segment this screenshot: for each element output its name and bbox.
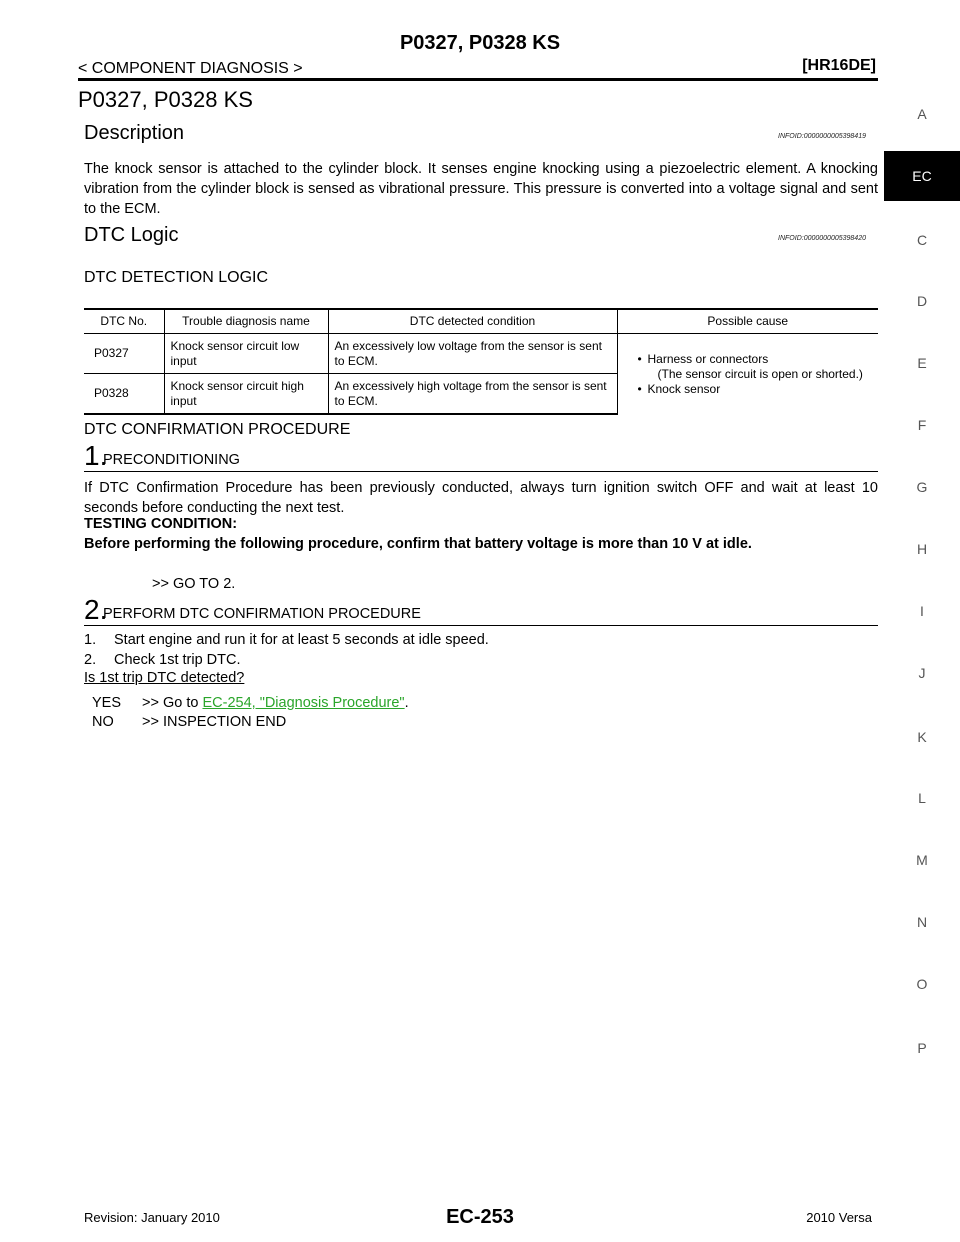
footer-page-number: EC-253: [446, 1206, 514, 1228]
description-text: The knock sensor is attached to the cyli…: [84, 161, 878, 217]
cause-item: • Harness or connectors (The sensor circ…: [638, 352, 875, 382]
testing-text: Before performing the following procedur…: [84, 536, 752, 552]
answer-key: NO: [92, 714, 114, 730]
list-text: Check 1st trip DTC.: [114, 652, 241, 668]
index-tab-ec[interactable]: EC: [884, 151, 960, 201]
bullet-icon: •: [637, 351, 642, 366]
dtc-table: DTC No. Trouble diagnosis name DTC detec…: [84, 308, 878, 415]
cell-possible-cause: • Harness or connectors (The sensor circ…: [616, 333, 878, 414]
cause-item: • Knock sensor: [638, 382, 875, 397]
page-title: P0327, P0328 KS: [78, 87, 253, 112]
answer-no: NO >> INSPECTION END: [92, 713, 409, 732]
answer-yes: YES >> Go to EC-254, "Diagnosis Procedur…: [92, 694, 409, 713]
th-dtc-no: DTC No.: [84, 308, 164, 334]
index-tab-p[interactable]: P: [917, 1040, 927, 1056]
testing-condition: TESTING CONDITION: Before performing the…: [84, 514, 752, 554]
index-tab-m[interactable]: M: [916, 852, 928, 868]
table-row: P0327 Knock sensor circuit low input An …: [84, 333, 878, 414]
cause-text: Knock sensor: [647, 381, 721, 396]
table-row: P0328 Knock sensor circuit high input An…: [84, 373, 878, 415]
cause-text: Harness or connectors: [647, 351, 769, 366]
step-2-heading: 2. PERFORM DTC CONFIRMATION PROCEDURE: [84, 594, 878, 626]
bullet-icon: •: [637, 381, 642, 396]
dtc-detection-heading: DTC DETECTION LOGIC: [84, 269, 269, 286]
step-label: PRECONDITIONING: [103, 452, 240, 468]
step-label: PERFORM DTC CONFIRMATION PROCEDURE: [103, 606, 421, 622]
cell-name: Knock sensor circuit high input: [163, 373, 328, 415]
answer-suffix: .: [404, 695, 409, 711]
list-item: 1. Start engine and run it for at least …: [84, 630, 489, 650]
index-tab-h[interactable]: H: [916, 541, 928, 557]
cause-subtext: (The sensor circuit is open or shorted.): [657, 366, 863, 381]
index-tab-k[interactable]: K: [917, 729, 927, 745]
index-tab-d[interactable]: D: [916, 293, 928, 309]
description-heading: Description: [84, 122, 185, 144]
answer-text: >> Go to: [142, 695, 203, 711]
goto-step-2: >> GO TO 2.: [152, 576, 236, 592]
th-possible-cause: Possible cause: [616, 308, 878, 334]
index-tab-c[interactable]: C: [916, 232, 928, 248]
dtc-logic-heading: DTC Logic: [84, 224, 179, 246]
step-number: 2.: [84, 594, 108, 625]
header-section: < COMPONENT DIAGNOSIS >: [78, 60, 303, 77]
testing-label: TESTING CONDITION:: [84, 516, 238, 532]
index-tab-j[interactable]: J: [918, 665, 926, 681]
list-number: 1.: [84, 632, 97, 648]
footer-revision: Revision: January 2010: [84, 1210, 220, 1225]
step-number: 1.: [84, 440, 108, 471]
list-number: 2.: [84, 652, 97, 668]
answers: YES >> Go to EC-254, "Diagnosis Procedur…: [92, 694, 409, 732]
answer-key: YES: [92, 695, 122, 711]
header-engine: [HR16DE]: [802, 57, 876, 74]
detection-question: Is 1st trip DTC detected?: [84, 670, 245, 686]
footer-model: 2010 Versa: [806, 1210, 872, 1225]
table-header-row: DTC No. Trouble diagnosis name DTC detec…: [84, 308, 878, 334]
cell-condition: An excessively high voltage from the sen…: [327, 373, 617, 415]
header-title: P0327, P0328 KS: [399, 32, 561, 54]
cell-dtc: P0328: [84, 373, 164, 415]
index-tab-i[interactable]: I: [920, 603, 924, 619]
th-trouble-name: Trouble diagnosis name: [163, 308, 328, 334]
index-tab-e[interactable]: E: [917, 355, 927, 371]
index-tab-f[interactable]: F: [917, 417, 927, 433]
index-tab-n[interactable]: N: [916, 914, 928, 930]
index-tab-o[interactable]: O: [916, 976, 928, 992]
section-index: A EC C D E F G H I J K L M N O P: [884, 0, 960, 1242]
list-item: 2. Check 1st trip DTC.: [84, 650, 489, 670]
th-condition: DTC detected condition: [327, 308, 617, 334]
cell-dtc: P0327: [84, 333, 164, 374]
cell-name: Knock sensor circuit low input: [163, 333, 328, 374]
answer-text: >> INSPECTION END: [142, 714, 287, 730]
diagnosis-procedure-link[interactable]: EC-254, "Diagnosis Procedure": [202, 695, 405, 711]
index-tab-a[interactable]: A: [917, 106, 927, 122]
index-tab-g[interactable]: G: [916, 479, 928, 495]
header-rule: [78, 78, 878, 81]
description-infoid: INFOID:0000000005398419: [778, 133, 866, 140]
list-text: Start engine and run it for at least 5 s…: [114, 632, 489, 648]
step-1-heading: 1. PRECONDITIONING: [84, 440, 878, 472]
dtc-logic-infoid: INFOID:0000000005398420: [778, 235, 866, 242]
index-tab-l[interactable]: L: [918, 790, 926, 806]
step-2-list: 1. Start engine and run it for at least …: [84, 630, 489, 670]
step-1-text: If DTC Confirmation Procedure has been p…: [84, 480, 878, 516]
cell-condition: An excessively low voltage from the sens…: [327, 333, 617, 374]
confirmation-heading: DTC CONFIRMATION PROCEDURE: [84, 421, 351, 438]
